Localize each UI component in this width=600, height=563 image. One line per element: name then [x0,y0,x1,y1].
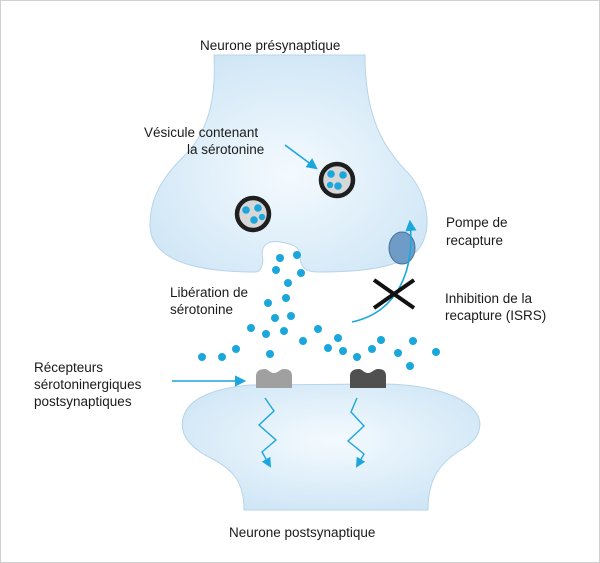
inhibition-label-line1: Inhibition de la [445,291,533,306]
serotonin-molecule [276,254,284,262]
signal-arrow [257,397,278,468]
serotonin-molecule [232,345,240,353]
serotonin-molecule [339,347,347,355]
serotonin-molecules [198,251,440,370]
serotonin-molecule [409,337,417,345]
serotonin-molecule [406,362,414,370]
serotonin-molecule [334,334,342,342]
receptors-label-line1: Récepteurs [34,360,104,375]
receptors-label-line2: sérotoninergiques [34,377,142,392]
serotonin-molecule [218,353,226,361]
serotonin-molecule [314,325,322,333]
reuptake-arrow [351,219,417,323]
vesicle-label-line2: la sérotonine [187,142,265,157]
signal-arrow [346,397,366,468]
inhibition-label-line2: recapture (ISRS) [445,308,547,323]
serotonin-molecule [271,314,279,322]
serotonin-molecule [287,312,295,320]
serotonin-molecule [297,269,305,277]
serotonin-molecule [432,348,440,356]
serotonin-molecule [299,337,307,345]
vesicle [318,161,356,199]
vesicle [234,195,272,233]
serotonin-molecule [377,336,385,344]
serotonin-molecule [264,299,272,307]
presynaptic-neuron-label: Neurone présynaptique [200,38,341,53]
release-label-line1: Libération de [170,285,249,300]
release-label-line2: sérotonine [170,302,234,317]
serotonin-molecule [394,349,402,357]
reuptake-pump [388,231,416,265]
serotonin-molecule [282,294,290,302]
serotonin-molecule [262,330,270,338]
serotonin-receptor-light [256,369,292,388]
serotonin-molecule [353,353,361,361]
serotonin-molecule [280,327,288,335]
pump-label-line2: recapture [446,233,504,248]
serotonin-molecule [324,344,332,352]
serotonin-molecule [284,279,292,287]
postsynaptic-neuron [181,383,481,511]
serotonin-molecule [293,251,301,259]
serotonin-molecule [266,350,274,358]
serotonin-molecule [247,324,255,332]
vesicle-label-line1: Vésicule contenant [144,125,259,140]
receptors-label-line3: postsynaptiques [34,394,132,409]
serotonin-molecule [198,353,206,361]
presynaptic-neuron [149,54,428,273]
vesicle-pointer-arrow [284,144,318,170]
pump-label-line1: Pompe de [446,215,508,230]
postsynaptic-neuron-label: Neurone postsynaptique [229,525,376,540]
serotonin-molecule [272,266,280,274]
inhibition-cross [372,278,416,310]
serotonin-receptor-dark [350,369,386,388]
serotonin-molecule [368,345,376,353]
